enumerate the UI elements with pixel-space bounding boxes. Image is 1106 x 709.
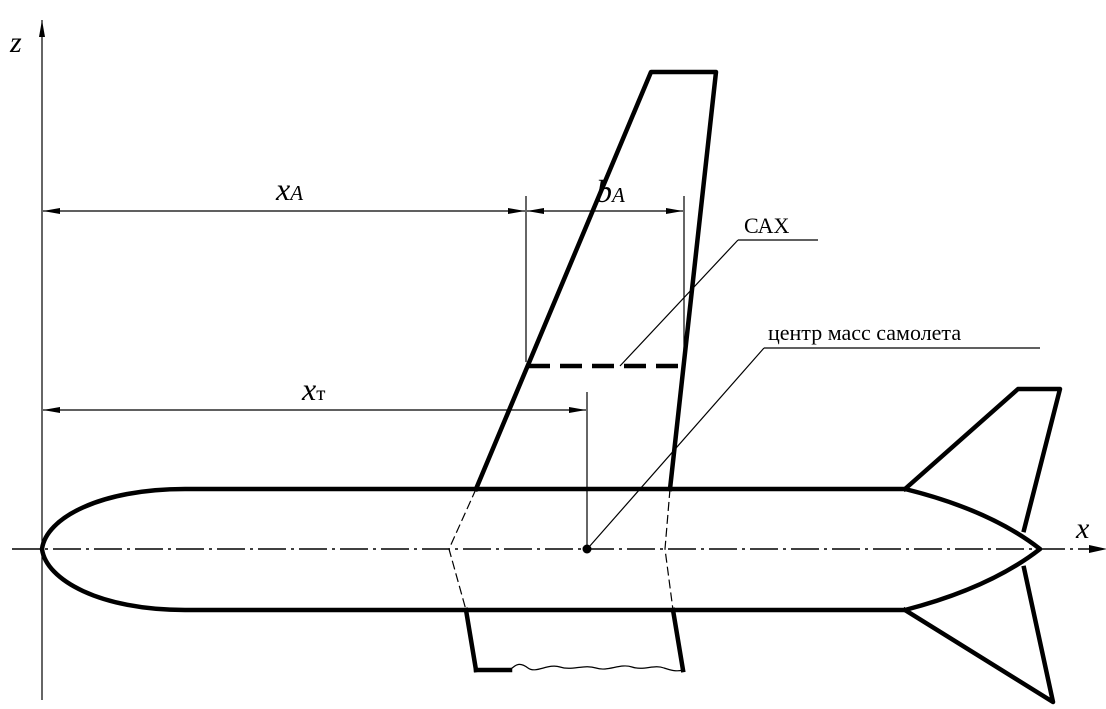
wing-outline bbox=[473, 69, 719, 492]
callout-label-center-of-mass: центр масс самолета bbox=[768, 320, 961, 345]
leader-line-center-of-mass bbox=[588, 347, 765, 548]
wing-hidden-root-front bbox=[448, 488, 477, 611]
wing-hidden-root-rear bbox=[664, 488, 674, 611]
dim-label-xA: xA bbox=[275, 171, 303, 207]
x-axis-arrowhead bbox=[1089, 545, 1106, 553]
wing-lower-part bbox=[463, 607, 686, 673]
dim-label-bA: bA bbox=[596, 173, 625, 209]
callout-label-sax: САХ bbox=[744, 213, 789, 238]
z-axis-label: z bbox=[9, 26, 22, 59]
x-axis-label: x bbox=[1075, 512, 1090, 545]
dim-label-xT: xт bbox=[301, 371, 325, 407]
wing-break-line bbox=[509, 663, 684, 672]
leader-line-sax bbox=[619, 239, 739, 367]
lower-tail-fin bbox=[901, 565, 1056, 705]
fuselage bbox=[39, 486, 1043, 613]
upper-tail-fin bbox=[901, 386, 1063, 533]
